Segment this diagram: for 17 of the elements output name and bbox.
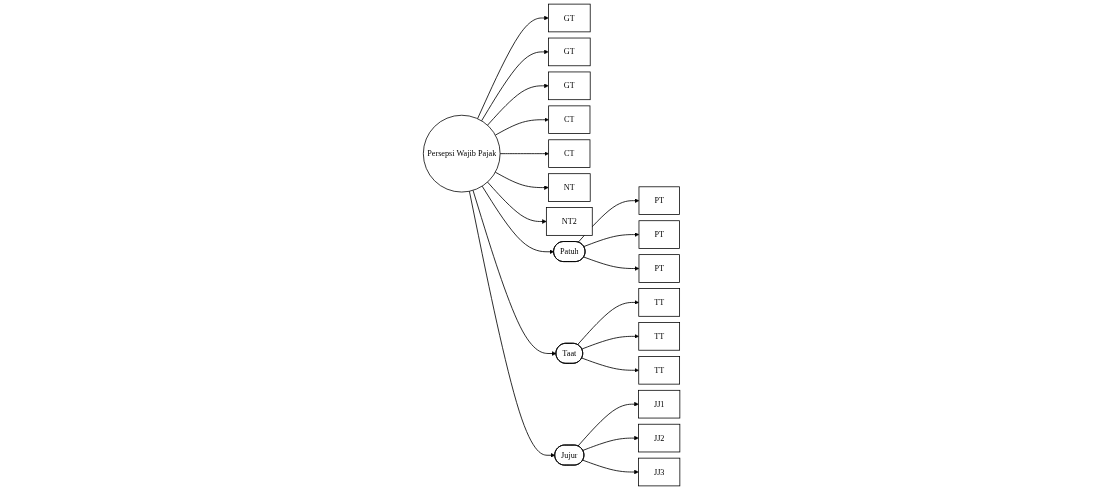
node-box: NT2	[545, 207, 593, 236]
node-box: TT	[638, 356, 680, 385]
node-box: GT	[547, 3, 591, 33]
node-box: CT	[548, 139, 591, 168]
node-box: JJ1	[638, 389, 681, 419]
node-box: PT	[638, 186, 680, 215]
node-box: NT	[547, 173, 591, 202]
node-box: GT	[547, 37, 591, 67]
node-box: PT	[638, 220, 680, 249]
node-box: PT	[638, 254, 680, 283]
node-box: JJ2	[638, 423, 681, 453]
node-circle: Persepsi Wajib Pajak	[422, 114, 501, 193]
node-box: TT	[638, 322, 680, 351]
node-box: GT	[547, 71, 591, 101]
node-box: TT	[638, 288, 680, 317]
node-box: JJ3	[638, 457, 681, 487]
node-box: CT	[548, 105, 591, 134]
